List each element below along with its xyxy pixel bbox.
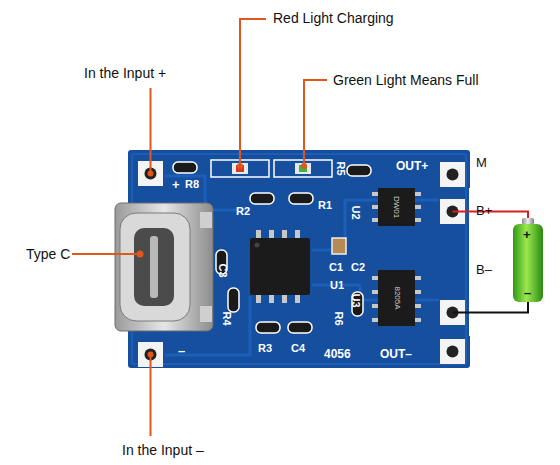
ic-pin	[256, 294, 261, 303]
leader-line	[304, 80, 327, 166]
resistor-symbol	[173, 162, 197, 173]
usb-contacts	[150, 236, 158, 298]
protection-ic	[372, 188, 421, 226]
leader-dot	[301, 163, 307, 169]
battery-symbol	[513, 218, 543, 302]
mosfet-ic	[372, 270, 421, 326]
callout-text: Type C	[26, 247, 70, 261]
battery-terminal: –	[524, 286, 531, 299]
silkscreen-label: C4	[291, 343, 305, 354]
usb-c-connector	[115, 203, 213, 331]
trace	[415, 199, 439, 202]
black-wire	[453, 302, 529, 313]
solder-pad	[440, 162, 465, 187]
usb-tongue	[134, 228, 174, 306]
solder-pad	[440, 339, 465, 364]
silkscreen-label: C1	[329, 262, 343, 273]
ic-pin	[282, 294, 287, 303]
capacitor-body	[332, 238, 346, 254]
silkscreen-label: C3	[217, 263, 228, 277]
ic-dot	[255, 243, 260, 248]
resistor-symbol	[250, 193, 274, 204]
silkscreen-label: U2	[350, 205, 361, 219]
silkscreen-label: OUT+	[396, 160, 428, 172]
pad-hole	[447, 169, 459, 181]
battery-body	[513, 224, 543, 302]
leader-dot	[237, 163, 243, 169]
led-green	[295, 163, 311, 174]
pad-hole	[447, 346, 459, 358]
resistor-symbol	[347, 165, 371, 176]
silkscreen-label: U1	[330, 280, 344, 291]
ic-pin	[282, 230, 287, 239]
led-red	[232, 163, 248, 174]
silkscreen-label: R8	[185, 179, 199, 190]
ic-pin	[295, 230, 300, 239]
resistor-symbol	[289, 193, 313, 204]
silkscreen-label: C2	[351, 262, 365, 273]
ic-pin	[269, 230, 274, 239]
callout-text: In the Input –	[122, 443, 204, 457]
board-slot	[469, 188, 471, 336]
silkscreen-label: R2	[236, 206, 250, 217]
leader-dots	[137, 163, 308, 358]
battery-terminal: +	[523, 228, 531, 241]
leader-line	[150, 355, 152, 436]
usb-shell	[115, 203, 213, 331]
ic-body	[250, 238, 310, 295]
leader-lines	[72, 19, 327, 436]
pin-name: B–	[476, 263, 492, 276]
resistor-symbol	[228, 288, 239, 312]
resistor-symbol	[256, 322, 280, 333]
silkscreen-label: R5	[335, 161, 346, 175]
ic-body	[378, 188, 415, 226]
leader-dot	[148, 352, 154, 358]
led-indicators	[211, 160, 332, 177]
pin-name: M	[476, 156, 487, 169]
leader-dot	[148, 171, 154, 177]
callout-text: Red Light Charging	[273, 11, 394, 25]
chip-marking: 8205A	[392, 286, 400, 309]
silkscreen-label: –	[178, 344, 185, 357]
ic-pin	[295, 294, 300, 303]
chip-marking: DW01	[392, 196, 400, 218]
usb-tab	[200, 212, 212, 228]
silkscreen-label: U3	[350, 293, 361, 307]
ic-body	[378, 270, 415, 326]
silkscreen-label: 4056	[324, 348, 351, 360]
silkscreen-label: OUT–	[380, 348, 412, 360]
silkscreen-label: R1	[318, 200, 332, 211]
leader-line	[240, 19, 266, 166]
battery-cap	[522, 218, 534, 225]
usb-tab	[200, 306, 212, 322]
silkscreen-label: R6	[333, 311, 344, 325]
silkscreen-label: R3	[258, 343, 272, 354]
callout-text: In the Input +	[84, 66, 166, 80]
leader-line	[72, 253, 140, 255]
silkscreen-label: R4	[221, 311, 232, 325]
capacitor-symbol	[288, 322, 312, 333]
leader-line	[150, 88, 152, 173]
ic-pin	[269, 294, 274, 303]
trace	[312, 285, 378, 300]
leader-dot	[137, 251, 144, 258]
ic-pin	[256, 230, 261, 239]
trace	[415, 299, 439, 302]
usb-port	[120, 213, 190, 321]
silkscreen-label: +	[172, 178, 180, 191]
pin-name: B+	[476, 204, 492, 217]
charger-ic	[250, 230, 310, 303]
callout-text: Green Light Means Full	[333, 73, 479, 87]
